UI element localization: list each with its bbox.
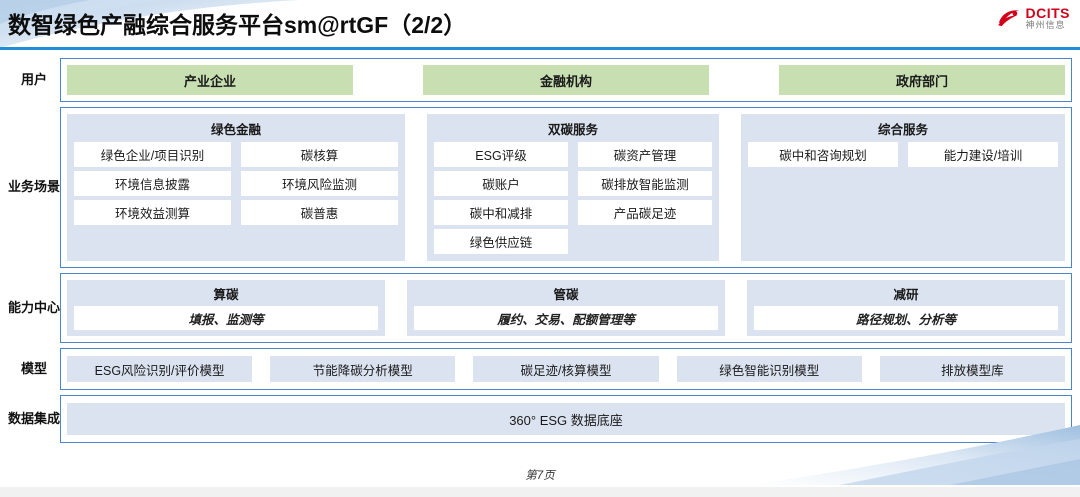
logo-text-en: DCITS [1025, 5, 1070, 21]
model-chip[interactable]: 绿色智能识别模型 [676, 356, 862, 382]
scenario-cell[interactable]: 绿色企业/项目识别 [74, 142, 231, 167]
spacer [731, 65, 757, 95]
panel-title-comprehensive: 综合服务 [877, 123, 928, 137]
row-body-capability: 算碳 填报、监测等 管碳 履约、交易、配额管理等 减研 路径规划、分析等 [60, 273, 1072, 343]
capability-title: 减研 [893, 288, 919, 302]
scenario-cell[interactable]: 环境信息披露 [74, 171, 231, 196]
model-chip[interactable]: ESG风险识别/评价模型 [67, 356, 253, 382]
capability-panel-manage: 管碳 履约、交易、配额管理等 [407, 280, 725, 336]
scenario-cell[interactable]: 碳账户 [434, 171, 568, 196]
page-title: 数智绿色产融综合服务平台sm@rtGF（2/2） [8, 12, 467, 38]
scenario-cell[interactable]: 环境效益测算 [74, 200, 231, 225]
panel-grid-green-finance: 绿色企业/项目识别 碳核算 环境信息披露 环境风险监测 环境效益测算 碳普惠 [74, 142, 398, 225]
scenario-cell[interactable]: 碳资产管理 [578, 142, 712, 167]
dcits-swirl-icon [997, 10, 1019, 27]
row-data-integration: 数据集成 360° ESG 数据底座 [8, 395, 1072, 443]
scenario-cell[interactable]: 产品碳足迹 [578, 200, 712, 225]
panel-grid-dual-carbon: ESG评级 碳资产管理 碳账户 碳排放智能监测 碳中和减排 产品碳足迹 绿色供应… [434, 142, 712, 254]
scenario-cell[interactable]: 碳中和咨询规划 [748, 142, 898, 167]
row-label-scenarios: 业务场景 [8, 179, 61, 195]
scenario-cell[interactable]: ESG评级 [434, 142, 568, 167]
capability-subtitle[interactable]: 路径规划、分析等 [754, 306, 1058, 330]
row-models: 模型 ESG风险识别/评价模型 节能降碳分析模型 碳足迹/核算模型 绿色智能识别… [8, 348, 1072, 390]
scenario-cell[interactable]: 碳中和减排 [434, 200, 568, 225]
header-divider [0, 47, 1080, 50]
row-body-models: ESG风险识别/评价模型 节能降碳分析模型 碳足迹/核算模型 绿色智能识别模型 … [60, 348, 1072, 390]
bottom-strip [0, 487, 1080, 497]
scenario-cell[interactable]: 碳排放智能监测 [578, 171, 712, 196]
row-label-data-integration: 数据集成 [8, 410, 61, 426]
scenario-cell[interactable]: 能力建设/培训 [908, 142, 1058, 167]
capability-subtitle[interactable]: 履约、交易、配额管理等 [414, 306, 718, 330]
architecture-diagram: 用户 产业企业 金融机构 政府部门 业务场景 绿色金融 绿色企业/项目识别 碳核… [8, 58, 1072, 448]
panel-dual-carbon: 双碳服务 ESG评级 碳资产管理 碳账户 碳排放智能监测 碳中和减排 产品碳足迹… [427, 114, 719, 261]
capability-title: 管碳 [553, 288, 579, 302]
row-capability: 能力中心 算碳 填报、监测等 管碳 履约、交易、配额管理等 减研 路径规划、分析… [8, 273, 1072, 343]
scenario-cell[interactable]: 碳普惠 [241, 200, 398, 225]
scenario-cell-empty [578, 229, 712, 254]
model-chip[interactable]: 节能降碳分析模型 [270, 356, 456, 382]
scenario-cell[interactable]: 环境风险监测 [241, 171, 398, 196]
row-label-models: 模型 [20, 360, 47, 376]
row-body-data-integration: 360° ESG 数据底座 [60, 395, 1072, 443]
panel-title-dual-carbon: 双碳服务 [547, 123, 598, 137]
model-chip[interactable]: 碳足迹/核算模型 [473, 356, 659, 382]
panel-green-finance: 绿色金融 绿色企业/项目识别 碳核算 环境信息披露 环境风险监测 环境效益测算 … [67, 114, 405, 261]
logo-text-cn: 神州信息 [1025, 20, 1066, 30]
row-label-users: 用户 [20, 71, 47, 87]
row-label-capability: 能力中心 [8, 299, 61, 315]
panel-comprehensive: 综合服务 碳中和咨询规划 能力建设/培训 [741, 114, 1065, 261]
spacer [375, 65, 401, 95]
panel-grid-comprehensive: 碳中和咨询规划 能力建设/培训 [748, 142, 1058, 167]
data-platform-chip[interactable]: 360° ESG 数据底座 [67, 403, 1065, 435]
capability-panel-calculate: 算碳 填报、监测等 [67, 280, 385, 336]
scenario-cell[interactable]: 绿色供应链 [434, 229, 568, 254]
capability-title: 算碳 [213, 288, 239, 302]
user-chip-industry[interactable]: 产业企业 [67, 65, 353, 95]
brand-logo: DCITS 神州信息 [996, 6, 1071, 30]
scenario-cell[interactable]: 碳核算 [241, 142, 398, 167]
user-chip-financial[interactable]: 金融机构 [423, 65, 709, 95]
row-body-scenarios: 绿色金融 绿色企业/项目识别 碳核算 环境信息披露 环境风险监测 环境效益测算 … [60, 107, 1072, 268]
user-chip-government[interactable]: 政府部门 [779, 65, 1065, 95]
panel-title-green-finance: 绿色金融 [210, 123, 261, 137]
capability-subtitle[interactable]: 填报、监测等 [74, 306, 378, 330]
row-scenarios: 业务场景 绿色金融 绿色企业/项目识别 碳核算 环境信息披露 环境风险监测 环境… [8, 107, 1072, 268]
page-footer: 第7页 [525, 470, 555, 482]
model-chip[interactable]: 排放模型库 [879, 356, 1066, 382]
row-body-users: 产业企业 金融机构 政府部门 [60, 58, 1072, 102]
slide-header: 数智绿色产融综合服务平台sm@rtGF（2/2） DCITS 神州信息 [0, 0, 1080, 50]
capability-panel-reduce: 减研 路径规划、分析等 [747, 280, 1065, 336]
row-users: 用户 产业企业 金融机构 政府部门 [8, 58, 1072, 102]
